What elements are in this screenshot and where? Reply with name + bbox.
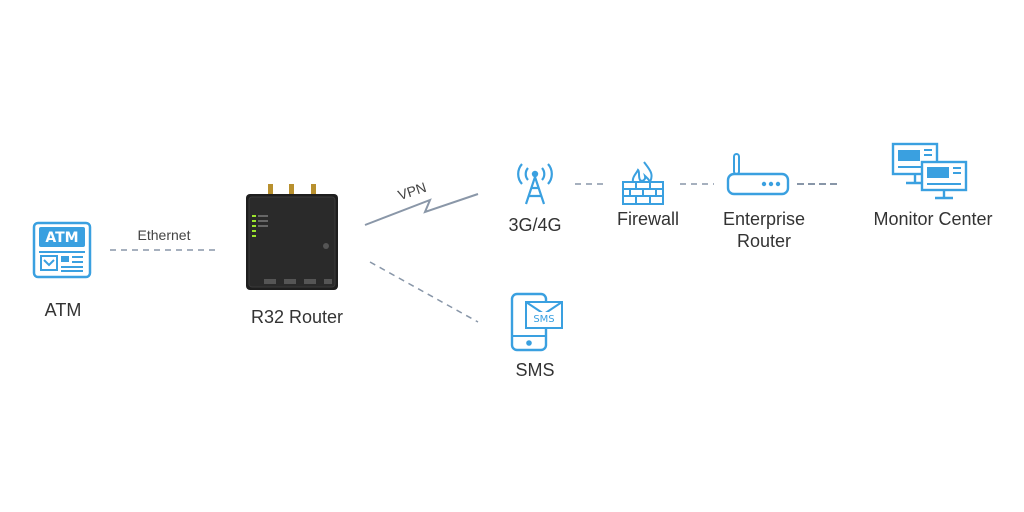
ethernet-link-label: Ethernet: [137, 227, 191, 243]
sms-label: SMS: [515, 360, 555, 380]
monitor-center-label: Monitor Center: [873, 209, 993, 229]
enterprise-router-icon: [726, 153, 790, 196]
enterprise-router-label-line2: Router: [736, 231, 792, 251]
r32-router-label: R32 Router: [250, 307, 344, 327]
r32-router-device-icon: [246, 184, 338, 290]
enterprise-router-label-line1: Enterprise: [722, 209, 806, 229]
atm-label: ATM: [44, 300, 82, 320]
monitor-center-icon: [891, 142, 968, 200]
cellular-label: 3G/4G: [508, 215, 562, 235]
firewall-label: Firewall: [616, 209, 679, 229]
vpn-zigzag-line: [364, 193, 479, 226]
sms-phone-icon: SMS: [510, 292, 563, 352]
firewall-icon: [622, 161, 664, 205]
cell-tower-icon: [517, 163, 553, 205]
router-sms-link-line: [369, 261, 479, 323]
atm-icon-text: ATM: [45, 230, 78, 246]
atm-icon: ATM: [32, 221, 92, 279]
sms-icon-text: SMS: [533, 314, 554, 325]
